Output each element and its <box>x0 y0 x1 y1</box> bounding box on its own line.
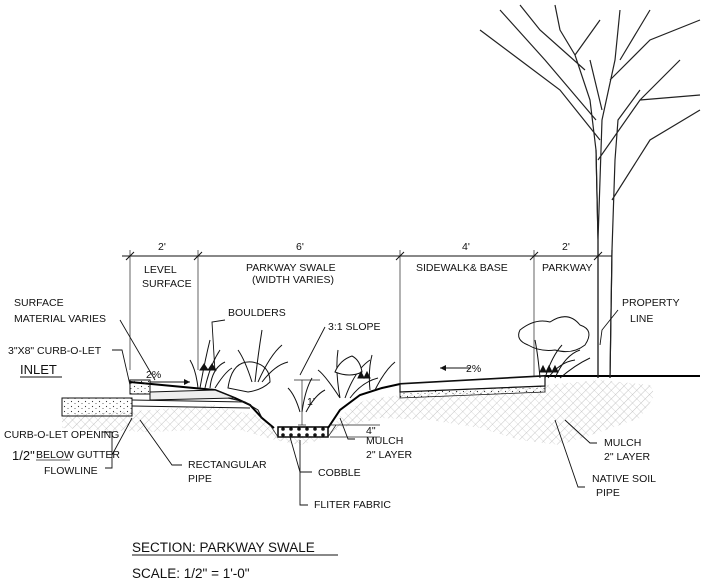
title-section: SECTION: PARKWAY SWALE <box>132 540 315 555</box>
label-mulch-b-1: MULCH <box>604 437 641 449</box>
label-opening-2: BELOW GUTTER <box>36 449 120 461</box>
plants <box>189 316 591 413</box>
label-depth-2: 4" <box>366 425 376 437</box>
label-filter-fabric: FLITER FABRIC <box>314 499 391 511</box>
label-opening-3: FLOWLINE <box>44 465 98 477</box>
label-curb-o-let: 3"X8" CURB-O-LET <box>8 345 102 357</box>
dim-parkway: 2' <box>562 241 570 253</box>
label-pct-right: 2% <box>466 363 481 375</box>
label-native-1: NATIVE SOIL <box>592 473 656 485</box>
slope-arrows <box>150 365 470 385</box>
label-inlet: INLET <box>20 362 57 377</box>
title-scale: SCALE: 1/2" = 1'-0" <box>132 566 250 581</box>
native-soil <box>62 380 655 445</box>
label-surface-2: MATERIAL VARIES <box>14 313 106 325</box>
label-pct-left: 2% <box>146 369 161 381</box>
label-rect-pipe-1: RECTANGULAR <box>188 459 267 471</box>
label-slope: 3:1 SLOPE <box>328 321 381 333</box>
zone-sidewalk: SIDEWALK& BASE <box>416 262 508 274</box>
zone-level-surface-1: LEVEL <box>144 264 177 276</box>
zone-parkway-swale-2: (WIDTH VARIES) <box>252 274 334 286</box>
dim-parkway-swale: 6' <box>296 241 304 253</box>
label-depth-1: 1' <box>307 396 315 408</box>
dim-level-surface: 2' <box>158 241 166 253</box>
label-mulch-a-2: 2" LAYER <box>366 449 413 461</box>
label-property-1: PROPERTY <box>622 297 680 309</box>
tree <box>479 4 701 379</box>
label-opening-1: CURB-O-LET OPENING <box>4 429 119 441</box>
zone-level-surface-2: SURFACE <box>142 278 192 290</box>
label-surface-1: SURFACE <box>14 297 64 309</box>
label-native-2: PIPE <box>596 487 620 499</box>
label-rect-pipe-2: PIPE <box>188 473 212 485</box>
zone-parkway-swale-1: PARKWAY SWALE <box>246 262 336 274</box>
label-property-2: LINE <box>630 313 653 325</box>
label-boulders: BOULDERS <box>228 307 286 319</box>
curb-gutter <box>61 379 263 419</box>
label-opening-frac: 1/2" <box>12 448 35 463</box>
leader-lines <box>102 309 619 506</box>
label-mulch-a-1: MULCH <box>366 435 403 447</box>
label-mulch-b-2: 2" LAYER <box>604 451 651 463</box>
dimension-lines <box>122 250 612 384</box>
zone-parkway: PARKWAY <box>542 262 593 274</box>
sidewalk-slab <box>399 375 546 399</box>
dim-sidewalk: 4' <box>462 241 470 253</box>
label-cobble: COBBLE <box>318 467 361 479</box>
depth-dimensions <box>294 379 380 438</box>
cobble-bed <box>269 424 337 438</box>
